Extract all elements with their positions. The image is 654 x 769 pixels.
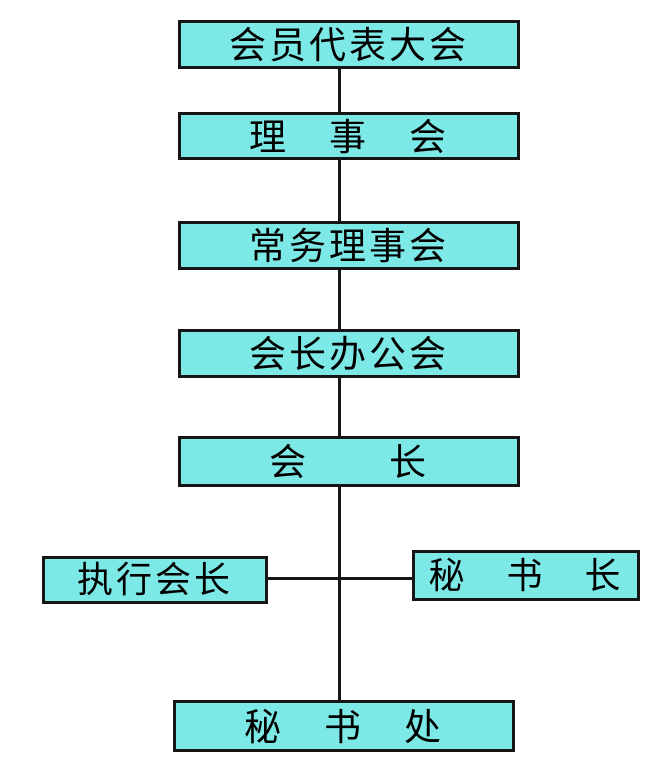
connector-standing-office bbox=[338, 270, 341, 329]
node-council-label: 理 事 会 bbox=[249, 115, 449, 159]
node-secretary-general-label: 秘 书 长 bbox=[428, 555, 624, 597]
node-president-office: 会长办公会 bbox=[178, 329, 520, 378]
node-council: 理 事 会 bbox=[178, 112, 520, 160]
node-secretariat: 秘 书 处 bbox=[173, 700, 515, 752]
node-president-label: 会 长 bbox=[269, 441, 429, 484]
connector-congress-council bbox=[338, 69, 341, 112]
node-president: 会 长 bbox=[178, 436, 520, 487]
node-standing-council-label: 常务理事会 bbox=[249, 225, 449, 268]
connector-office-president bbox=[338, 378, 341, 436]
node-executive-president: 执行会长 bbox=[42, 556, 268, 604]
connector-president-secretariat bbox=[338, 487, 341, 700]
connector-council-standing bbox=[338, 160, 341, 221]
node-president-office-label: 会长办公会 bbox=[249, 333, 449, 376]
node-secretariat-label: 秘 书 处 bbox=[244, 705, 444, 749]
node-member-congress-label: 会员代表大会 bbox=[229, 24, 469, 67]
node-member-congress: 会员代表大会 bbox=[178, 20, 520, 69]
node-standing-council: 常务理事会 bbox=[178, 221, 520, 270]
node-executive-president-label: 执行会长 bbox=[76, 560, 233, 601]
node-secretary-general: 秘 书 长 bbox=[412, 550, 640, 601]
connector-branch-horizontal bbox=[268, 577, 412, 580]
